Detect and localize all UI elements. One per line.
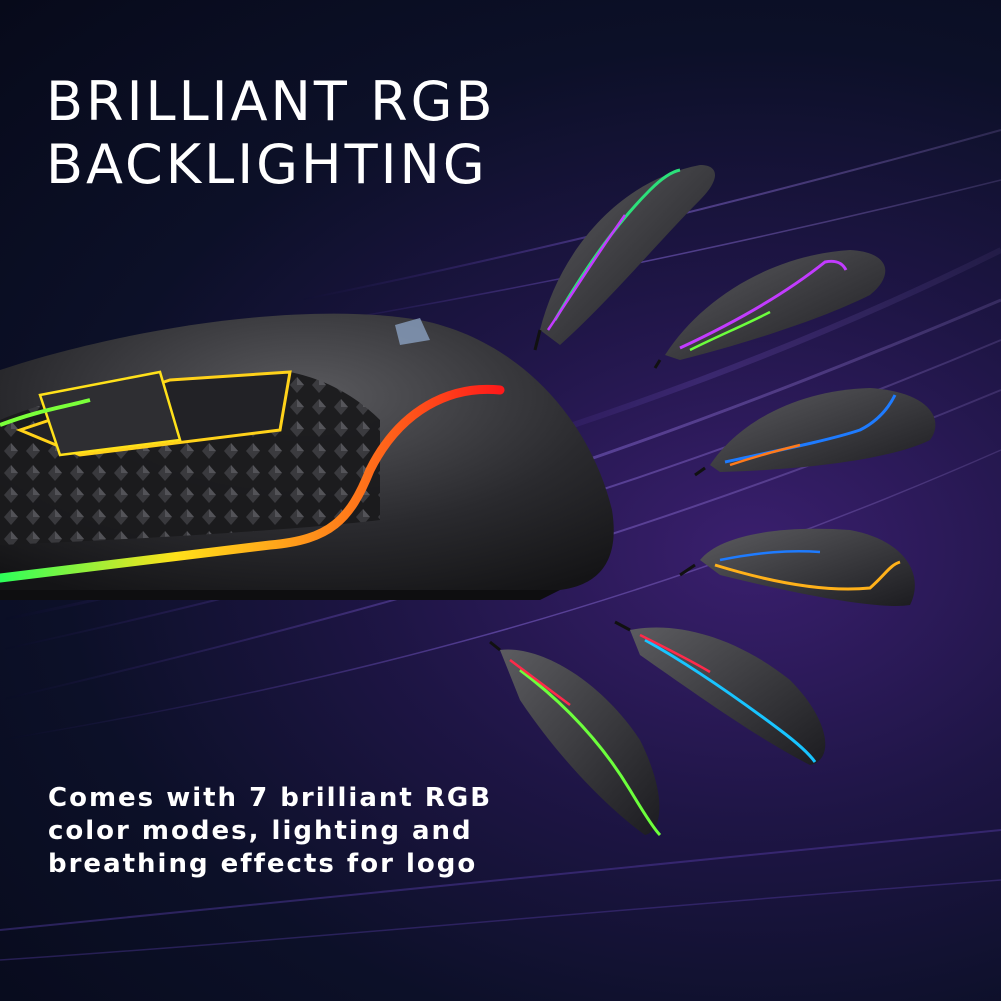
description-line-3: breathing effects for logo bbox=[48, 849, 478, 879]
description-line-1: Comes with 7 brilliant RGB bbox=[48, 783, 493, 813]
headline-line-1: BRILLIANT RGB bbox=[46, 70, 496, 133]
mouse-variant-multicolor bbox=[489, 640, 662, 837]
description-line-2: color modes, lighting and bbox=[48, 816, 473, 846]
mouse-variant-purple bbox=[653, 250, 886, 369]
mouse-variant-cyan bbox=[614, 620, 826, 765]
mouse-variant-yellow bbox=[679, 528, 915, 606]
headline: BRILLIANT RGB BACKLIGHTING bbox=[46, 70, 495, 196]
mouse-variant-blue bbox=[694, 388, 936, 477]
feature-description: Comes with 7 brilliant RGB color modes, … bbox=[48, 782, 492, 881]
logo-icon bbox=[395, 318, 430, 345]
headline-line-2: BACKLIGHTING bbox=[46, 133, 488, 196]
mouse-variant-green bbox=[533, 165, 715, 351]
